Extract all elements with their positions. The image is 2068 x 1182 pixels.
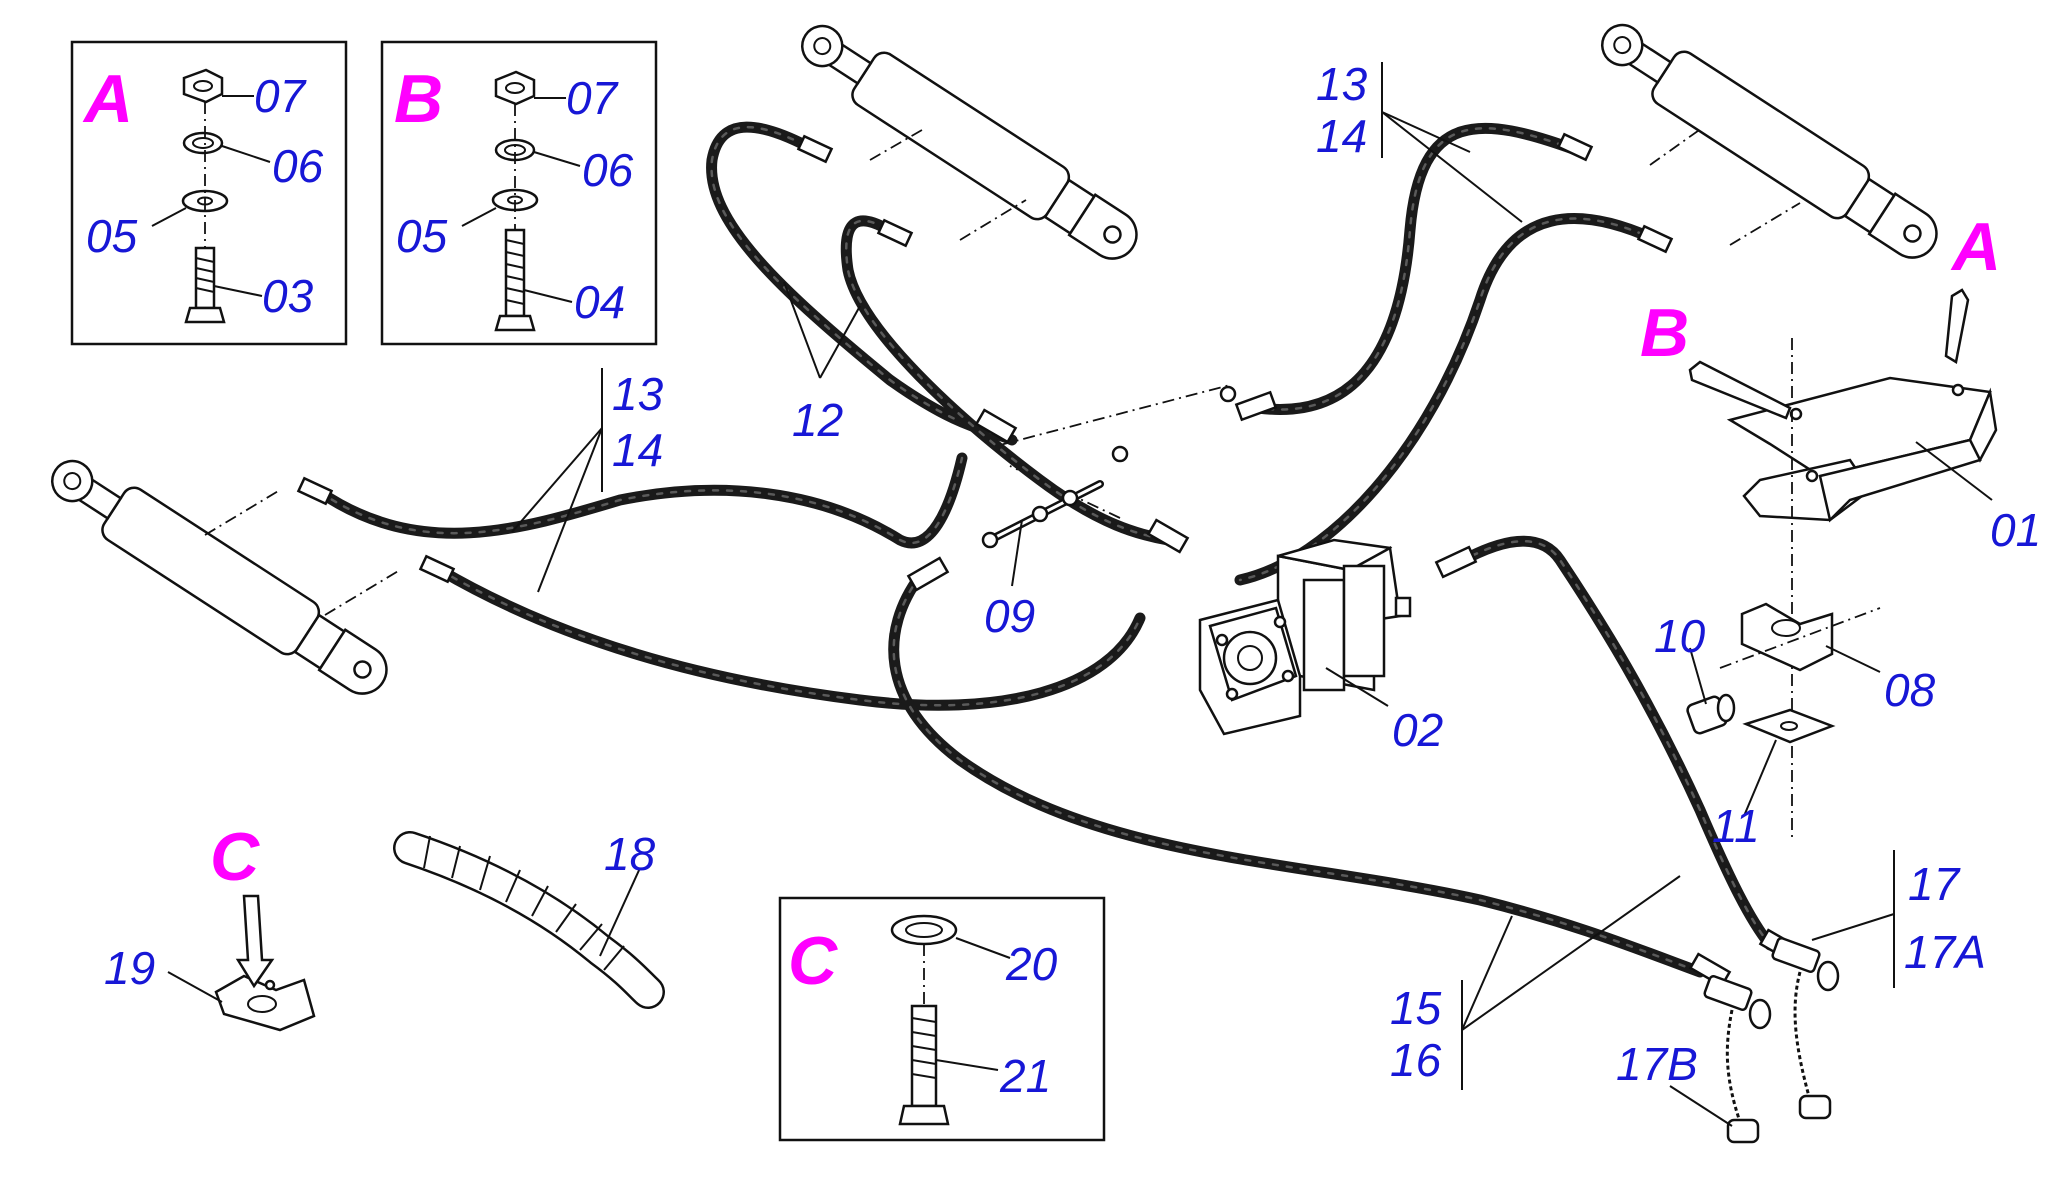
- callout-12: 12: [792, 394, 843, 446]
- panel-b-item-05: 05: [396, 210, 448, 262]
- washer-icon: [890, 914, 958, 946]
- panel-a-item-05: 05: [86, 210, 138, 262]
- spiral-sleeve-18: [393, 831, 665, 1009]
- view-marker-a: A: [1944, 209, 2001, 364]
- callout-16: 16: [1390, 1034, 1442, 1086]
- panel-b-item-06: 06: [582, 144, 634, 196]
- bolt-icon: [898, 1004, 950, 1126]
- hydraulic-cylinder-top-right: [1601, 23, 1938, 259]
- callout-10: 10: [1654, 610, 1706, 662]
- leader-lines: [167, 62, 1993, 1127]
- view-marker-c-letter: C: [210, 819, 260, 895]
- callout-13-top: 13: [1316, 58, 1368, 110]
- callout-11: 11: [1712, 800, 1760, 852]
- nut-icon: [494, 70, 536, 106]
- callout-labels: 13 14 13 14 12 09 02 01 10 08 11 17 17A …: [104, 58, 2041, 1090]
- bolt-long-icon: [494, 228, 536, 332]
- panel-a-item-03: 03: [262, 270, 314, 322]
- view-marker-b-letter: B: [1640, 295, 1689, 371]
- view-marker-a-letter: A: [1950, 209, 2001, 285]
- view-marker-b: B: [1640, 295, 1792, 420]
- detail-panel-a: A 07 06 05 03: [70, 40, 348, 346]
- panel-a-item-07: 07: [254, 70, 307, 122]
- distributor-tube-09: [981, 385, 1237, 549]
- callout-13-left: 13: [612, 368, 664, 420]
- callout-09: 09: [984, 590, 1035, 642]
- callout-17a: 17A: [1904, 926, 1986, 978]
- spacer-bushing-10: [1686, 693, 1736, 735]
- nut-icon: [182, 68, 224, 104]
- hose-set-13-14-left: [314, 452, 1146, 711]
- detail-panel-b: B 07 06 05 04: [380, 40, 658, 346]
- panel-b-item-04: 04: [574, 276, 625, 328]
- callout-14-left: 14: [612, 424, 663, 476]
- quick-coupler-17b: [1703, 975, 1772, 1144]
- quick-coupler-17: [1771, 937, 1840, 1120]
- panel-a-item-06: 06: [272, 140, 324, 192]
- callout-19: 19: [104, 942, 155, 994]
- callout-08: 08: [1884, 664, 1936, 716]
- callout-17b: 17B: [1616, 1038, 1698, 1090]
- panel-c-item-20: 20: [1005, 938, 1058, 990]
- hose-fittings: [296, 132, 1802, 988]
- callout-17: 17: [1908, 858, 1961, 910]
- hose-clamp-19: [214, 974, 316, 1032]
- hydraulic-pump-02: [1198, 538, 1412, 736]
- panel-b-item-07: 07: [566, 72, 619, 124]
- lock-washer-icon: [182, 131, 224, 155]
- callout-18: 18: [604, 828, 656, 880]
- hose-clamp-08: [1719, 602, 1881, 672]
- panel-c-item-21: 21: [999, 1050, 1051, 1102]
- mounting-bracket-01: [1726, 376, 1998, 523]
- callout-02: 02: [1392, 704, 1443, 756]
- panel-b-letter: B: [394, 61, 443, 137]
- hose-set-17: [1454, 535, 1776, 951]
- callout-01: 01: [1990, 504, 2041, 556]
- view-marker-c: C: [210, 819, 275, 989]
- hose-set-12: [706, 121, 1174, 546]
- hose-set-15-16: [888, 570, 1706, 978]
- callout-15: 15: [1390, 982, 1442, 1034]
- hose-set-13-14-top: [1234, 122, 1662, 586]
- hydraulic-cylinder-top-center: [801, 24, 1138, 260]
- clamp-plate-11: [1742, 708, 1836, 744]
- hydraulic-cylinder-left: [51, 459, 388, 695]
- callout-14-top: 14: [1316, 110, 1367, 162]
- panel-a-letter: A: [82, 61, 133, 137]
- detail-panel-c: C 20 21: [778, 896, 1106, 1142]
- panel-c-letter: C: [788, 923, 838, 999]
